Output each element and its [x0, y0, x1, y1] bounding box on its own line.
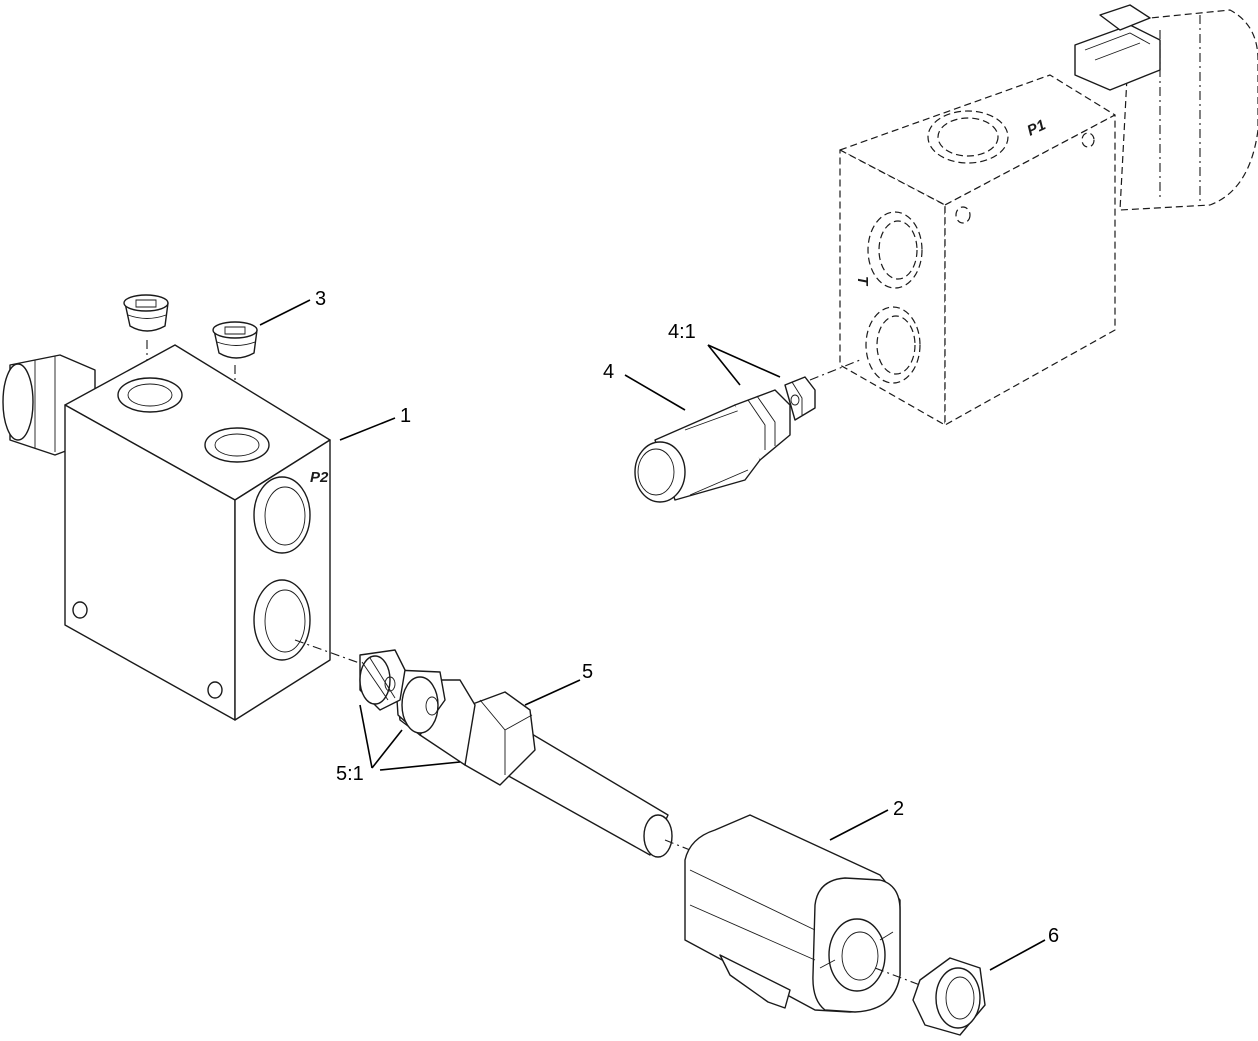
callout-label-1: 1: [400, 405, 411, 427]
part-3-plug-left: [123, 294, 169, 332]
reference-solenoid: [1074, 4, 1258, 211]
callout-2: 2: [829, 798, 904, 841]
callout-label-5: 5: [582, 661, 593, 683]
reference-valve-block: P1 T: [839, 4, 1258, 426]
callout-5: 5: [524, 661, 593, 706]
callout-4-1: 4:1: [668, 321, 781, 386]
part-2-coil: [684, 814, 901, 1013]
callout-5-1: 5:1: [336, 704, 461, 785]
part-4-relief-cartridge: [634, 376, 816, 503]
callout-label-6: 6: [1048, 925, 1059, 947]
callout-1: 1: [339, 405, 411, 441]
callout-label-4-1: 4:1: [668, 321, 696, 343]
part-6-nut: [912, 957, 986, 1036]
part-3-plug-right: [212, 321, 258, 359]
callout-label-5-1: 5:1: [336, 763, 364, 785]
port-p2-marking: P2: [310, 469, 329, 486]
callout-4: 4: [603, 361, 686, 411]
port-p1-marking: P1: [1025, 116, 1049, 139]
callout-label-4: 4: [603, 361, 614, 383]
callout-3: 3: [259, 288, 326, 326]
callout-label-3: 3: [315, 288, 326, 310]
part-5-solenoid-cartridge: [359, 649, 673, 858]
callout-label-2: 2: [893, 798, 904, 820]
port-t-marking: T: [854, 276, 871, 287]
part-1-valve-block: P2: [2, 344, 331, 721]
callout-6: 6: [989, 925, 1059, 971]
